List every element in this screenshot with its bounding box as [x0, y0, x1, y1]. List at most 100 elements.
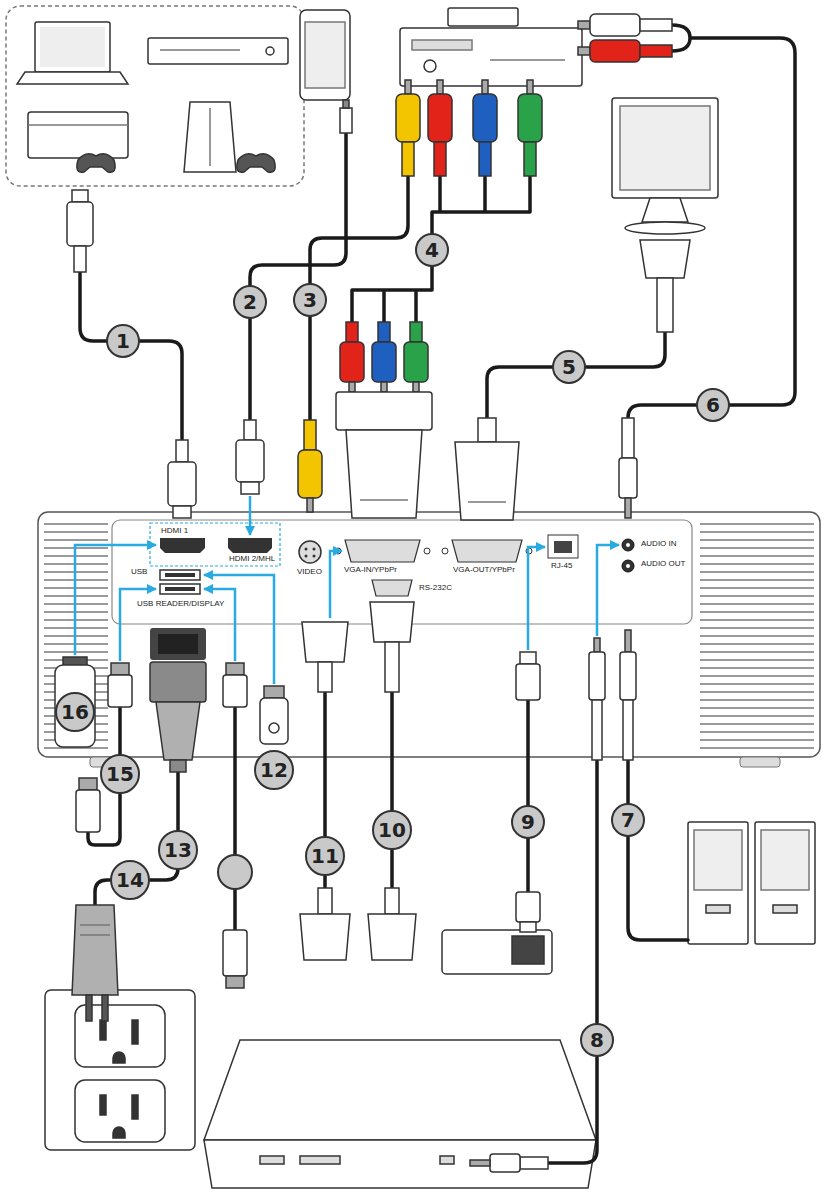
- callout-circle: 6: [696, 388, 730, 422]
- cable-plugs: [479, 142, 491, 176]
- source-devices: [6, 6, 815, 1188]
- projector-body: [38, 512, 820, 757]
- cables: [80, 25, 795, 1163]
- source-devices: [773, 905, 797, 913]
- cable-plugs: [578, 21, 590, 29]
- cable-plugs: [578, 47, 590, 55]
- insertion-arrows: [330, 551, 342, 618]
- callout-circle: 10: [372, 810, 412, 850]
- cable-plugs: [360, 499, 408, 501]
- source-devices: [706, 905, 730, 913]
- cables: [250, 133, 346, 420]
- source-devices: [184, 102, 236, 172]
- cable-plugs: [318, 888, 332, 914]
- port-label: RJ-45: [550, 562, 573, 571]
- cable-plugs: [378, 322, 390, 342]
- source-devices: [160, 49, 240, 51]
- cable-plugs: [346, 322, 358, 342]
- callout-number: 7: [621, 810, 635, 830]
- cable-plugs: [413, 382, 419, 392]
- callout-circle: 7: [611, 803, 645, 837]
- callout-number: 8: [590, 1030, 604, 1050]
- port-label: VGA-OUT/YPbPr: [452, 566, 516, 575]
- cable-plugs: [516, 892, 540, 922]
- source-devices: [440, 1156, 454, 1164]
- port-symbols: [345, 540, 420, 562]
- cable-plugs: [657, 278, 673, 332]
- cable-plugs: [434, 142, 446, 176]
- port-symbols: [548, 535, 578, 558]
- cable-plugs: [226, 663, 244, 675]
- source-devices: [442, 930, 552, 974]
- port-symbols: [305, 555, 308, 558]
- cable-plugs: [470, 1160, 490, 1166]
- port-symbols: [313, 555, 316, 558]
- port-symbols: [150, 523, 634, 660]
- insertion-arrows: [249, 496, 252, 535]
- projector-body: [700, 518, 814, 752]
- callout-number: 16: [61, 702, 89, 722]
- cable-plugs: [640, 45, 672, 57]
- port-symbols: [160, 570, 200, 580]
- cable-plugs: [381, 382, 387, 392]
- cable-plugs: [527, 80, 533, 94]
- port-label: AUDIO IN: [640, 540, 678, 549]
- blank-callout-circle: [218, 855, 252, 889]
- cable-plugs: [67, 202, 93, 246]
- cables: [80, 270, 182, 440]
- cable-plugs: [619, 458, 637, 498]
- cable-plugs: [76, 790, 100, 832]
- cable-plugs: [340, 108, 352, 133]
- cable-plugs: [455, 442, 519, 520]
- source-devices: [625, 222, 705, 234]
- insertion-arrows: [204, 575, 274, 684]
- source-devices: [45, 990, 195, 1150]
- cables: [233, 705, 237, 930]
- cable-plugs: [402, 142, 414, 176]
- source-devices: [28, 112, 128, 158]
- cables: [352, 176, 530, 322]
- cable-plugs: [623, 700, 633, 760]
- cable-plugs: [520, 922, 536, 932]
- source-devices: [204, 1040, 596, 1140]
- callout-circle: 9: [511, 805, 545, 839]
- cable-plugs: [269, 723, 279, 733]
- cable-plugs: [260, 698, 288, 744]
- callout-number: 11: [311, 846, 339, 866]
- source-devices: [100, 1020, 106, 1040]
- cables: [548, 760, 597, 1163]
- callout-circle: 3: [293, 283, 327, 317]
- source-devices: [132, 1020, 138, 1044]
- port-symbols: [442, 548, 448, 554]
- cable-plugs: [372, 342, 396, 382]
- source-devices: [424, 60, 436, 72]
- cable-plugs: [176, 440, 188, 462]
- port-label: USB: [130, 568, 148, 577]
- cable-plugs: [620, 652, 636, 700]
- callout-number: 15: [106, 764, 134, 784]
- callout-circle: 1: [106, 324, 140, 358]
- cable-plugs: [370, 602, 414, 642]
- callout-number: 10: [378, 820, 406, 840]
- callout-number: 5: [562, 357, 576, 377]
- callout-circle: 14: [110, 860, 150, 900]
- port-label: HDMI 1: [160, 527, 189, 536]
- source-devices: [237, 154, 275, 173]
- cable-plugs: [524, 142, 536, 176]
- source-devices: [28, 124, 128, 126]
- cable-plugs: [72, 905, 118, 995]
- port-label: VGA-IN/YPbPr: [343, 566, 398, 575]
- port-label: USB READER/DISPLAY: [136, 600, 225, 609]
- cable-plugs: [86, 995, 92, 1021]
- port-symbols: [372, 580, 412, 596]
- source-devices: [132, 1095, 138, 1119]
- cable-plugs: [468, 501, 506, 503]
- source-devices: [300, 10, 350, 100]
- cable-plugs: [80, 934, 110, 936]
- blank-callout-circle: [218, 855, 252, 889]
- source-devices: [400, 28, 582, 86]
- cables: [628, 760, 688, 940]
- cable-plugs: [226, 976, 244, 988]
- cable-plugs: [640, 19, 672, 31]
